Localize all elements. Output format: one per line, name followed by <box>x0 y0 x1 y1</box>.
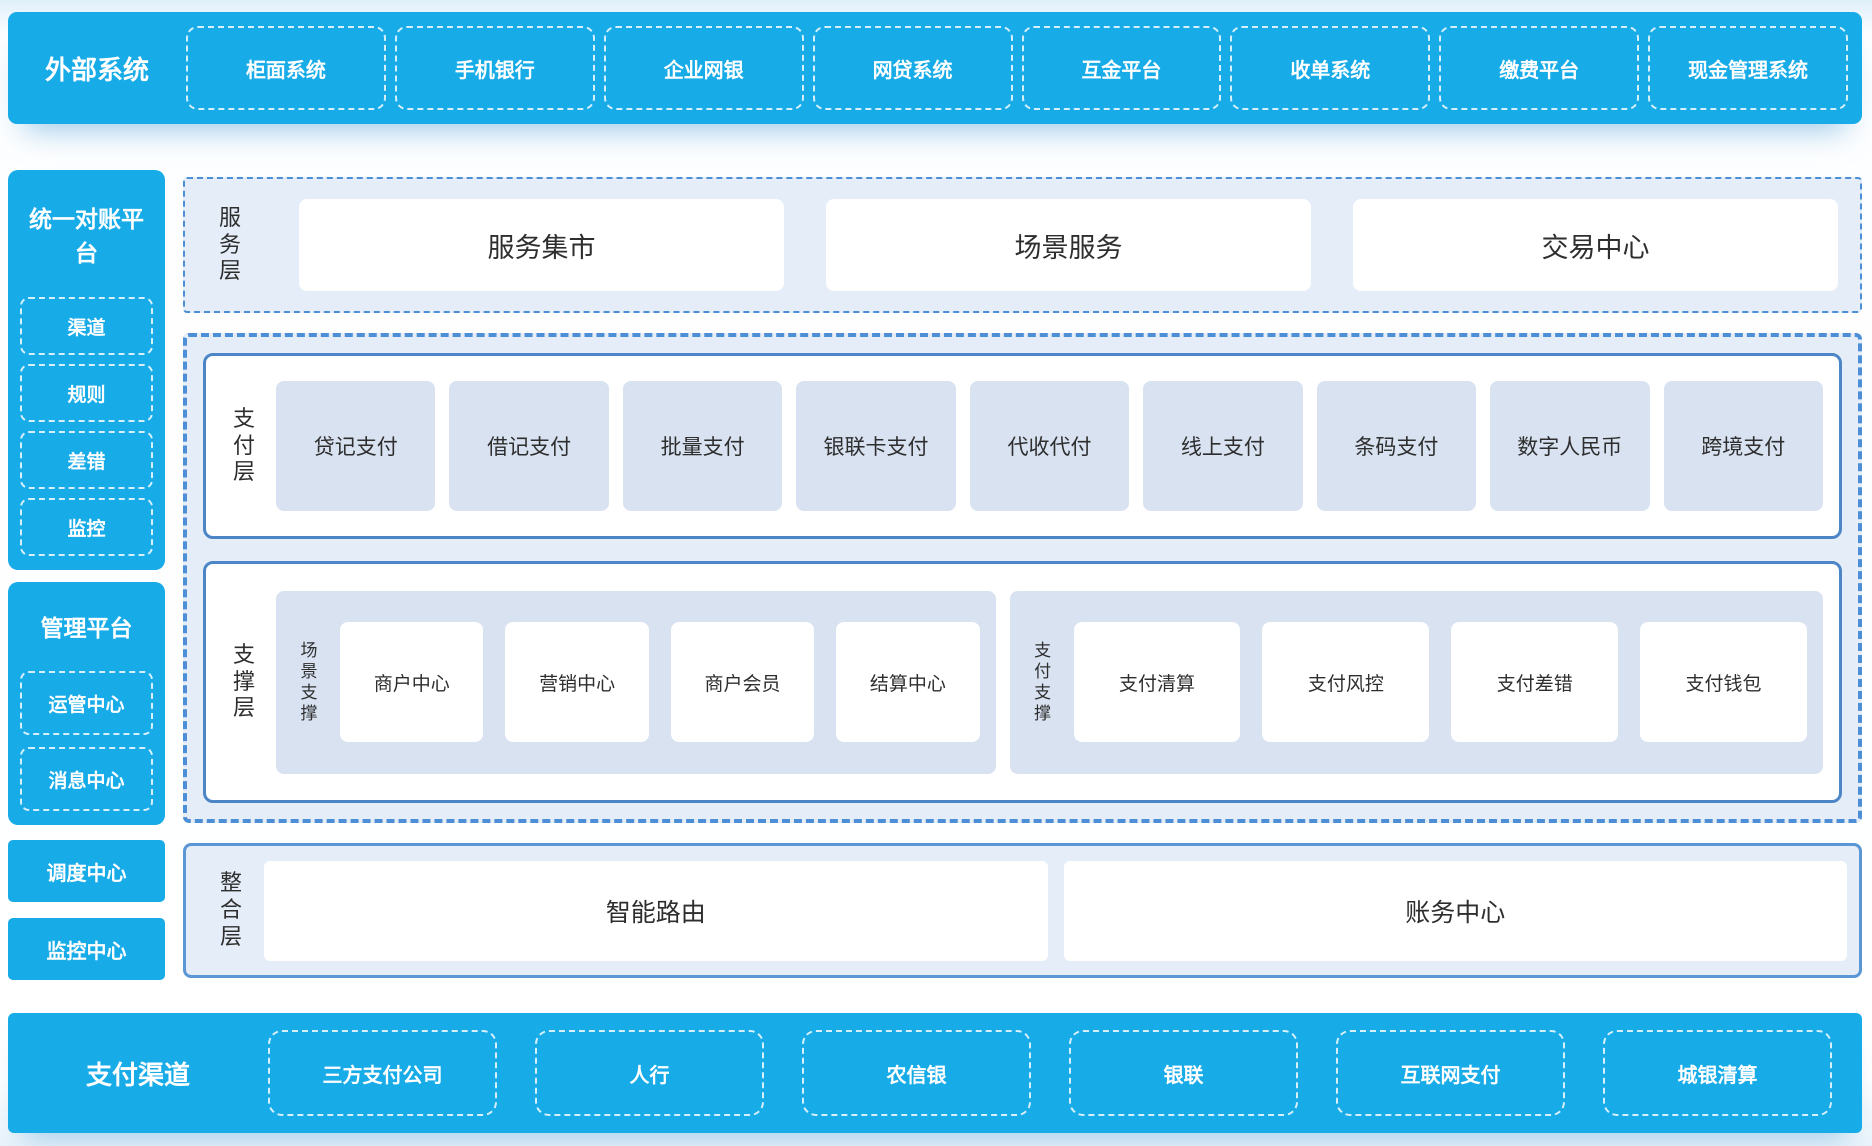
payment-item: 代收代付 <box>969 381 1130 511</box>
main-content: 服 务 层 服务集市 场景服务 交易中心 支 付 层 贷记支付 借记支付 批量支… <box>183 170 1862 980</box>
reconciliation-item: 监控 <box>20 498 153 556</box>
payment-item: 借记支付 <box>449 381 609 511</box>
payment-item: 贷记支付 <box>276 381 436 511</box>
payment-support-group: 支 付 支 撑 支付清算 支付风控 支付差错 支付钱包 <box>1009 590 1823 774</box>
reconciliation-platform-box: 统一对账平台 渠道 规则 差错 监控 <box>8 170 165 570</box>
external-system-item: 现金管理系统 <box>1648 26 1848 110</box>
support-item: 营销中心 <box>505 622 649 742</box>
payment-channels-label: 支付渠道 <box>85 1059 190 1090</box>
payment-layer-box: 支 付 层 贷记支付 借记支付 批量支付 银联卡支付 代收代付 线上支付 条码支… <box>203 353 1842 539</box>
support-item: 支付差错 <box>1451 622 1619 742</box>
payment-channels-items: 三方支付公司 人行 农信银 银联 互联网支付 城银清算 <box>268 1030 1832 1116</box>
service-item: 服务集市 <box>299 199 784 291</box>
external-systems-label: 外部系统 <box>44 54 149 85</box>
support-item: 支付钱包 <box>1640 622 1807 742</box>
payment-item: 跨境支付 <box>1663 381 1823 511</box>
payment-support-container: 支 付 层 贷记支付 借记支付 批量支付 银联卡支付 代收代付 线上支付 条码支… <box>183 333 1862 823</box>
integration-item: 智能路由 <box>264 860 1048 961</box>
management-item: 消息中心 <box>20 747 153 811</box>
scene-support-group: 场 景 支 撑 商户中心 营销中心 商户会员 结算中心 <box>276 590 996 774</box>
external-system-item: 柜面系统 <box>186 26 386 110</box>
support-item: 商户会员 <box>670 622 815 742</box>
service-item: 场景服务 <box>826 199 1311 291</box>
management-item: 运管中心 <box>20 671 153 735</box>
reconciliation-item: 渠道 <box>20 297 153 355</box>
reconciliation-item: 差错 <box>20 431 153 489</box>
support-layer-label: 支 撑 层 <box>232 641 255 721</box>
payment-channel-item: 人行 <box>535 1030 764 1116</box>
payment-item: 线上支付 <box>1143 381 1303 511</box>
reconciliation-platform-title: 统一对账平台 <box>29 206 144 266</box>
support-layer-box: 支 撑 层 场 景 支 撑 商户中心 营销中心 商户会员 结算中心 支 付 支 … <box>203 561 1842 803</box>
external-system-item: 收单系统 <box>1230 26 1431 110</box>
payment-channel-item: 农信银 <box>802 1030 1031 1116</box>
integration-layer-box: 整 合 层 智能路由 账务中心 <box>183 843 1862 978</box>
external-system-item: 缴费平台 <box>1439 26 1640 110</box>
external-system-item: 互金平台 <box>1021 26 1222 110</box>
scene-support-items: 商户中心 营销中心 商户会员 结算中心 <box>340 622 980 742</box>
service-layer-items: 服务集市 场景服务 交易中心 <box>299 199 1838 291</box>
payment-channel-item: 银联 <box>1069 1030 1298 1116</box>
support-layer-groups: 场 景 支 撑 商户中心 营销中心 商户会员 结算中心 支 付 支 撑 支付清算… <box>276 590 1823 774</box>
service-layer-box: 服 务 层 服务集市 场景服务 交易中心 <box>183 177 1862 313</box>
payment-channel-item: 城银清算 <box>1603 1030 1832 1116</box>
integration-layer-label: 整 合 层 <box>219 870 242 949</box>
external-system-item: 企业网银 <box>603 26 804 110</box>
integration-item: 账务中心 <box>1063 860 1847 961</box>
support-item: 支付清算 <box>1073 622 1241 742</box>
scene-support-label: 场 景 支 撑 <box>300 640 318 724</box>
external-systems-items: 柜面系统 手机银行 企业网银 网贷系统 互金平台 收单系统 缴费平台 现金管理系… <box>186 26 1848 110</box>
integration-layer-items: 智能路由 账务中心 <box>264 860 1847 961</box>
middle-region: 统一对账平台 渠道 规则 差错 监控 管理平台 运管中心 消息中心 调度中心 监… <box>8 170 1862 980</box>
payment-channel-item: 互联网支付 <box>1336 1030 1565 1116</box>
payment-layer-items: 贷记支付 借记支付 批量支付 银联卡支付 代收代付 线上支付 条码支付 数字人民… <box>276 381 1823 511</box>
payment-item: 批量支付 <box>622 381 783 511</box>
reconciliation-item: 规则 <box>20 364 153 422</box>
management-platform-title: 管理平台 <box>40 614 133 641</box>
payment-item: 数字人民币 <box>1490 381 1650 511</box>
payment-support-label: 支 付 支 撑 <box>1034 640 1052 724</box>
payment-channel-item: 三方支付公司 <box>268 1030 497 1116</box>
monitoring-center-box: 监控中心 <box>8 918 165 980</box>
service-item: 交易中心 <box>1353 199 1838 291</box>
dispatch-center-box: 调度中心 <box>8 840 165 902</box>
management-platform-box: 管理平台 运管中心 消息中心 <box>8 582 165 825</box>
external-systems-bar: 外部系统 柜面系统 手机银行 企业网银 网贷系统 互金平台 收单系统 缴费平台 … <box>8 12 1862 124</box>
support-item: 支付风控 <box>1262 622 1430 742</box>
service-layer-label: 服 务 层 <box>218 204 241 284</box>
sidebar: 统一对账平台 渠道 规则 差错 监控 管理平台 运管中心 消息中心 调度中心 监… <box>8 170 165 980</box>
support-item: 商户中心 <box>340 622 484 742</box>
payment-item: 银联卡支付 <box>796 381 956 511</box>
payment-support-items: 支付清算 支付风控 支付差错 支付钱包 <box>1073 622 1807 742</box>
payment-layer-label: 支 付 层 <box>232 405 255 485</box>
payment-channels-bar: 支付渠道 三方支付公司 人行 农信银 银联 互联网支付 城银清算 <box>8 1013 1862 1133</box>
external-system-item: 手机银行 <box>394 26 595 110</box>
external-system-item: 网贷系统 <box>812 26 1013 110</box>
payment-item: 条码支付 <box>1316 381 1477 511</box>
support-item: 结算中心 <box>836 622 980 742</box>
